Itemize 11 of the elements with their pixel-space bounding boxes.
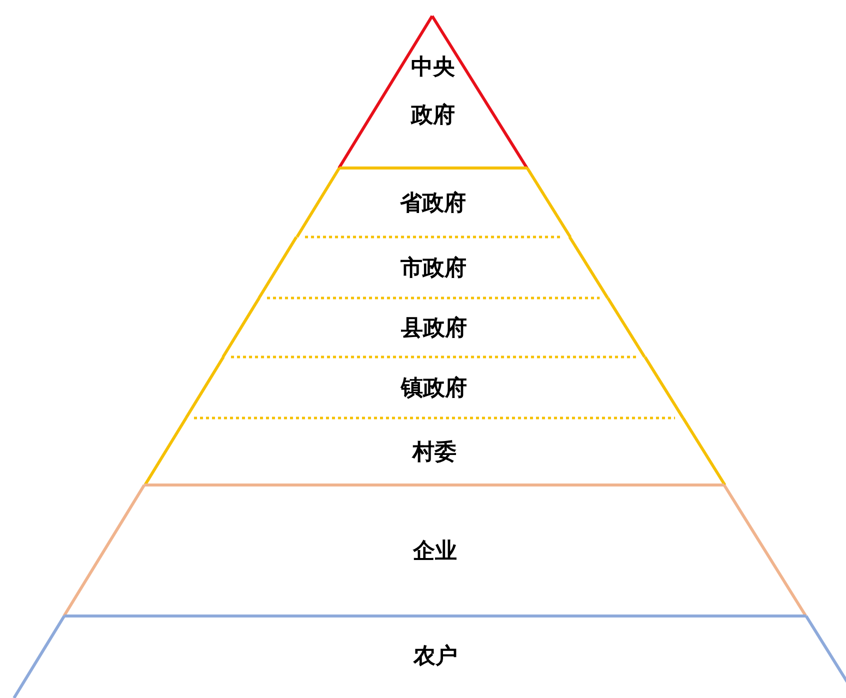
tier-label: 县政府	[400, 314, 467, 342]
pyramid-tier	[10, 614, 846, 698]
tier-label: 农户	[414, 643, 458, 671]
tier-label: 市政府	[400, 254, 466, 282]
tier-label: 镇政府	[401, 374, 468, 402]
tier-label: 中央政府	[410, 54, 456, 130]
pyramid-tier	[219, 296, 649, 359]
pyramid-tier	[255, 235, 612, 300]
tier-label: 省政府	[400, 190, 466, 218]
tier-label: 村委	[412, 438, 456, 466]
tier-label: 企业	[413, 538, 458, 566]
